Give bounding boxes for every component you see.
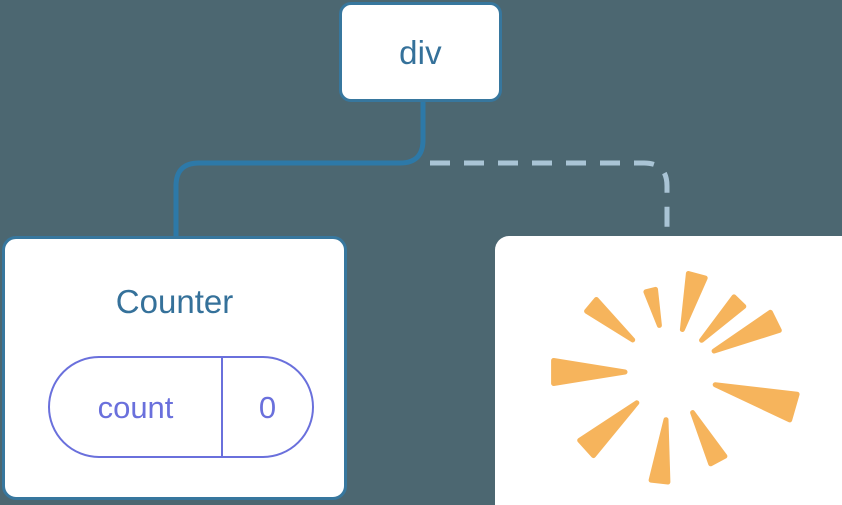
burst-ray-1 [679, 271, 708, 332]
burst-ray-8 [712, 382, 800, 423]
burst-ray-5 [577, 400, 640, 459]
node-div[interactable]: div [339, 2, 502, 102]
state-value-label: 0 [258, 389, 277, 425]
node-burst[interactable] [495, 236, 842, 505]
node-div-label: div [399, 33, 442, 71]
burst-ray-6 [648, 417, 671, 485]
state-pill-count[interactable]: count 0 [48, 356, 314, 458]
burst-ray-7 [690, 410, 728, 467]
state-key-label: count [50, 358, 223, 456]
edge-div-to-burst [430, 160, 670, 238]
burst-ray-9 [711, 309, 782, 354]
burst-ray-4 [551, 358, 628, 386]
burst-icon [551, 271, 800, 485]
burst-ray-2 [643, 286, 662, 328]
node-counter[interactable]: Counter count 0 [2, 236, 347, 500]
edge-div-to-counter [173, 102, 426, 238]
node-counter-label: Counter [115, 283, 234, 320]
burst-ray-3 [584, 297, 636, 343]
burst-ray-10 [699, 294, 747, 343]
